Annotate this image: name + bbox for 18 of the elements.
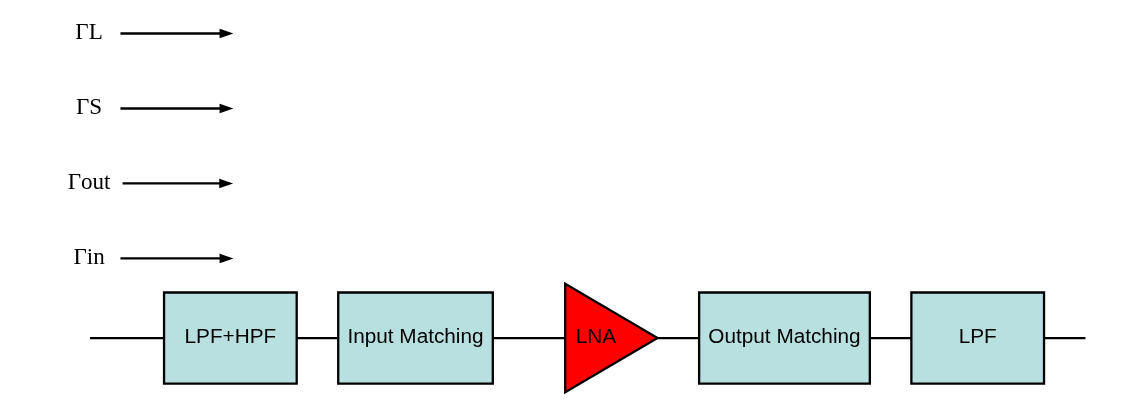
node-box: LPF+HPF [162, 291, 298, 385]
connector [1043, 336, 1085, 340]
connector [492, 336, 565, 340]
node-text: ΓL [74, 18, 103, 45]
arrow [122, 178, 233, 189]
node-box: LPF [909, 291, 1045, 385]
arrow [119, 28, 233, 39]
node-text: Γout [67, 168, 110, 195]
arrow [119, 253, 233, 264]
node-box: Output Matching [697, 291, 871, 385]
node-text: Γin [72, 243, 105, 270]
connector [89, 336, 164, 340]
connector [869, 336, 911, 340]
connector [296, 336, 338, 340]
connector [657, 336, 699, 340]
arrow [119, 103, 233, 114]
node-box: Input Matching [336, 291, 494, 385]
node-text: ΓS [75, 93, 102, 120]
